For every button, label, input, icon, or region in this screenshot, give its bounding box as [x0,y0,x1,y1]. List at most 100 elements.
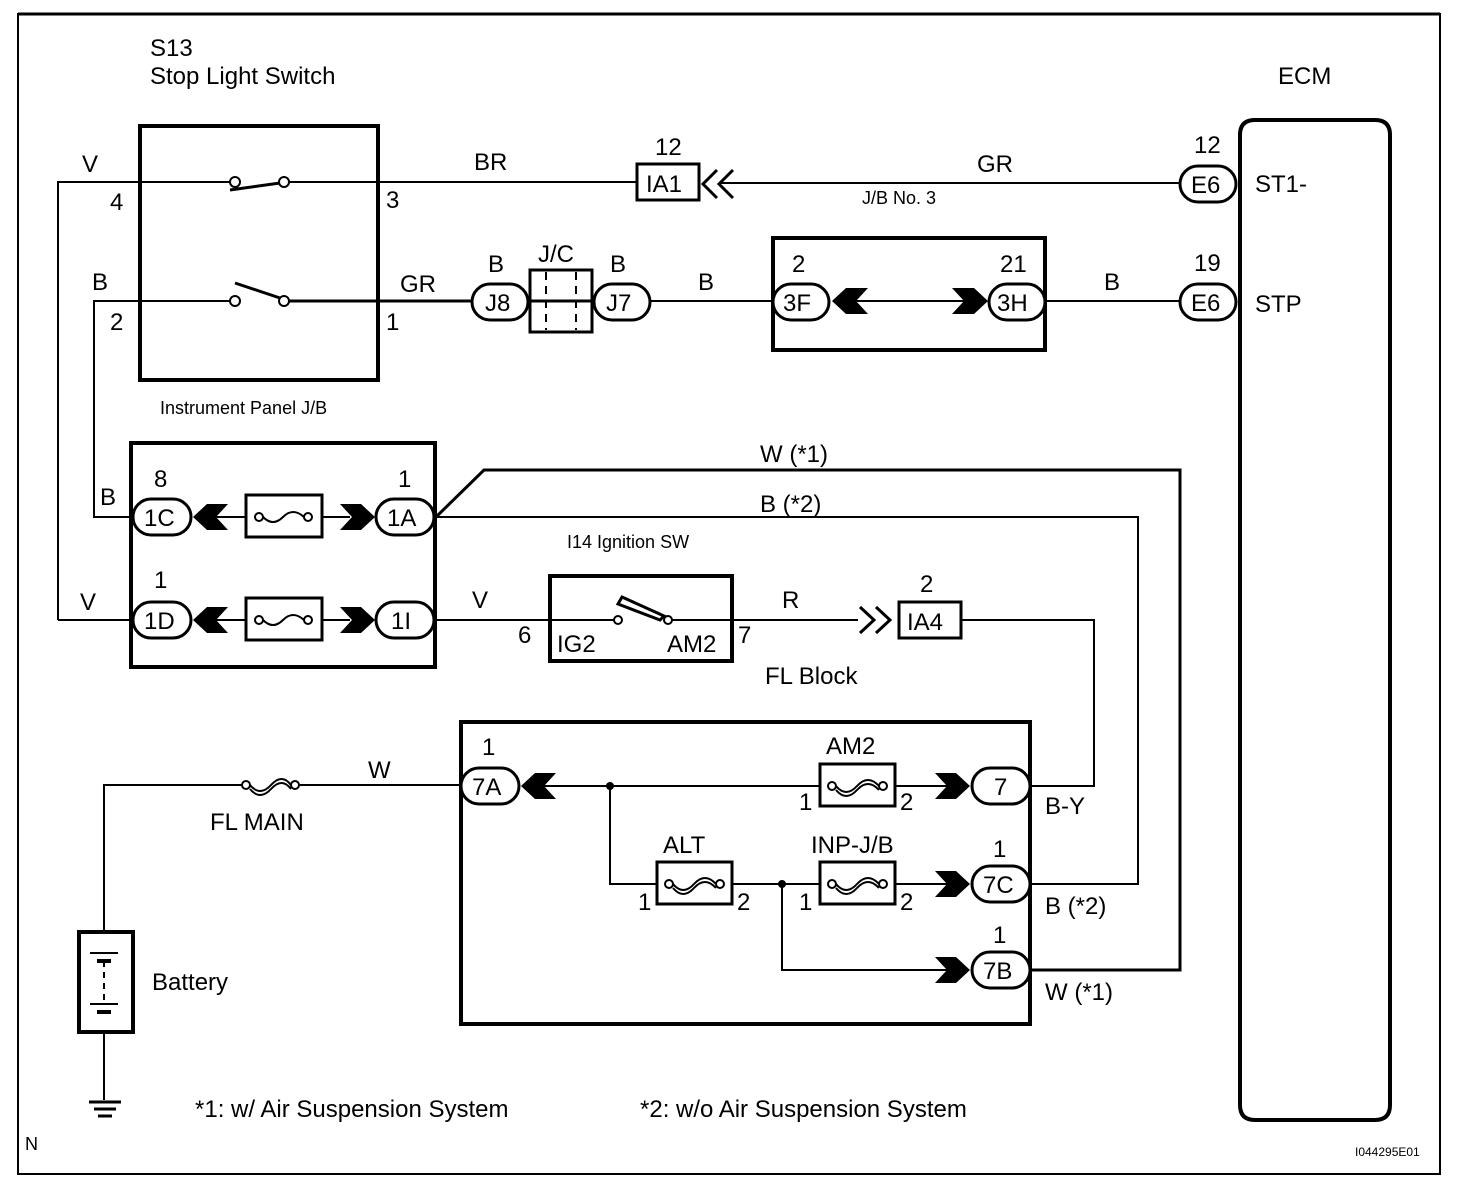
wire-b-left [93,300,235,518]
fuse-terminal [878,879,888,889]
ignition-terminal [613,615,623,625]
arrow-right-icon [935,871,970,897]
switch-terminal [278,295,290,307]
wire-label-7c: B (*2) [1045,893,1106,920]
ia4-chevron-icon [858,605,877,635]
wire-label-7b: W (*1) [1045,979,1113,1006]
ia1-chevron-icon [700,168,719,200]
ignition-out-wire: R [782,587,799,614]
connector-1d [131,600,193,640]
ia1-pin: 12 [655,134,682,161]
pin-1: 1 [386,309,399,336]
3h-id: 3H [997,290,1028,317]
wire-label-w-star1: W (*1) [760,441,828,468]
fuse-am2-label: AM2 [826,733,875,760]
fuse-terminal [303,512,313,522]
figure-id: I044295E01 [1355,1145,1420,1159]
ecm-connector-e6-stp [1178,282,1238,322]
j8-wire: B [488,251,504,278]
7c-id: 7C [983,872,1014,899]
fuse-terminal [827,781,837,791]
fl-block-label: FL Block [765,663,858,690]
3f-pin: 2 [792,251,805,278]
wire-v-left [57,181,235,620]
fuse-am2-pin-in: 1 [799,789,812,816]
ecm-pin-19: 19 [1194,250,1221,277]
ignition-key-blade [615,595,667,622]
fuse-am2-pin-out: 2 [900,789,913,816]
jb3-box [771,236,1047,352]
fusible-link-icon [672,877,717,895]
7c-pin: 1 [993,836,1006,863]
fusible-link-icon [835,877,880,895]
connector-1a [374,497,436,537]
7b-pin: 1 [993,922,1006,949]
ignition-sw-box [548,574,734,663]
wire-label-w-main: W [368,757,391,784]
fuse-terminal [303,615,313,625]
wire-label-b: B [92,269,108,296]
wire-w-star1 [434,468,1182,972]
1c-id: 1C [144,505,175,532]
ecm-signal-st1: ST1- [1255,171,1307,198]
ecm-connector-id: E6 [1191,172,1220,199]
ignition-pin-6: 6 [518,622,531,649]
fuse-inp-jb-pin-in: 1 [799,889,812,916]
arrow-right-icon [952,288,988,314]
fuse-terminal [827,879,837,889]
1c-pin: 8 [154,466,167,493]
switch-terminal [229,295,241,307]
arrow-right-icon [935,957,970,983]
connector-7c [970,864,1032,904]
arrow-left-icon [832,288,868,314]
fuse-alt-label: ALT [663,832,706,859]
instrument-panel-jb-label: Instrument Panel J/B [160,398,327,418]
fl-bus-7b [781,884,958,971]
ecm-signal-stp: STP [1255,291,1302,318]
ignition-sw-label: I14 Ignition SW [567,532,689,552]
1a-id: 1A [387,505,416,532]
note-1: *1: w/ Air Suspension System [195,1096,508,1123]
wire-label-gr: GR [400,271,436,298]
wire-label-b-star2: B (*2) [760,491,821,518]
1d-id: 1D [144,608,175,635]
fl-main-fuse-icon [249,778,292,796]
wire-b-star2 [436,516,1139,885]
fuse-icon [262,511,305,523]
fuse-terminal [254,615,264,625]
wire-label-b-ecm: B [1104,269,1120,296]
arrow-right-icon [340,504,375,530]
fl-main-label: FL MAIN [210,809,304,836]
7a-pin: 1 [482,734,495,761]
7b-id: 7B [983,958,1012,985]
arrow-left-icon [193,607,228,633]
ia4-connector [897,600,963,640]
jc-label: J/C [538,241,574,268]
wire-label-gr-top: GR [977,151,1013,178]
fuse-terminal [715,879,725,889]
ip-jb-fuse-box [129,441,437,669]
ia4-chevron-icon [874,605,893,635]
switch-name: Stop Light Switch [150,63,335,90]
ecm-connector-e6-st1 [1178,164,1238,204]
pin-3: 3 [386,187,399,214]
ecm-pin-12: 12 [1194,132,1221,159]
fuse-inp-jb-pin-out: 2 [900,889,913,916]
ia1-connector [635,162,701,202]
ia4-pin: 2 [920,571,933,598]
arrow-left-icon [193,504,228,530]
ia4-id: IA4 [907,609,943,636]
ignition-pin-7: 7 [738,622,751,649]
wire-label-b-y: B-Y [1045,793,1085,820]
1a-pin: 1 [398,466,411,493]
fuse-terminal [241,780,251,790]
connector-1c [131,497,193,537]
1c-wire: B [100,484,116,511]
arrow-left-icon [521,773,556,799]
arrow-right-icon [340,607,375,633]
fuse-terminal [664,879,674,889]
wire-label-v: V [82,151,98,178]
switch-terminal [278,176,290,188]
switch-blade-closed [229,181,281,192]
